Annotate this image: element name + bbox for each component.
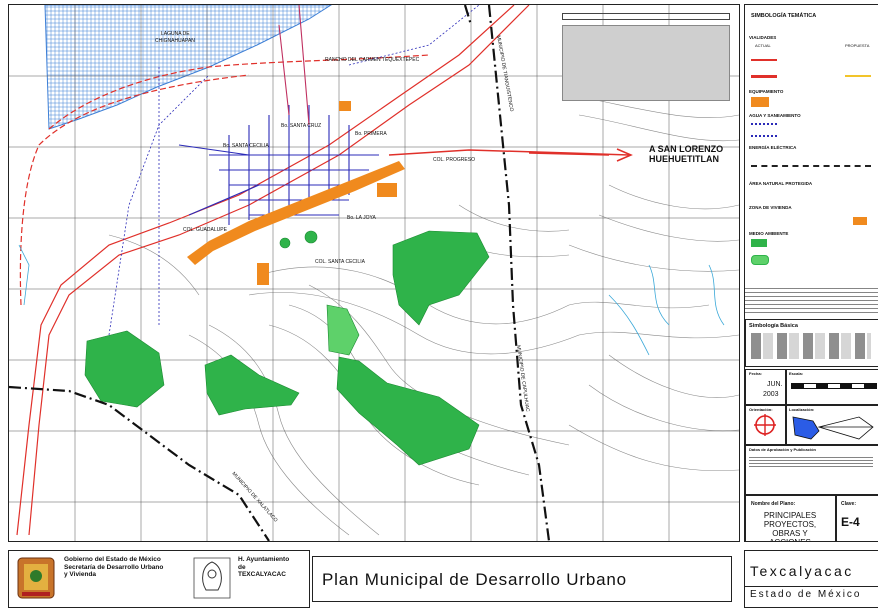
municipio-box — [744, 550, 878, 608]
legend-col-propuesta: PROPUESTA — [845, 43, 870, 48]
ayuntamiento-line-2: de — [238, 563, 246, 571]
legend-section-basica: Simbología Básica — [749, 323, 798, 329]
legend-panel: SIMBOLOGÍA TEMÁTICA VIALIDADES ACTUAL PR… — [744, 4, 878, 542]
north-arrow-icon — [754, 414, 776, 436]
legend-section-equipamiento: EQUIPAMIENTO — [749, 89, 784, 94]
legend-section-medio-ambiente: MEDIO AMBIENTE — [749, 231, 789, 236]
escala-box — [785, 369, 878, 405]
legend-symbol-road-dashed — [751, 75, 777, 78]
destination-line-1: A SAN LORENZO — [649, 144, 724, 154]
municipio-divider — [744, 586, 878, 587]
map-label-bo-la-joya: Bo. LA JOYA — [347, 215, 376, 221]
plano-name: PRINCIPALES PROYECTOS, OBRAS Y ACCIONES — [751, 511, 829, 541]
legend-section-vivienda: ZONA DE VIVIENDA — [749, 205, 792, 210]
map-label-col-progreso: COL. PROGRESO — [433, 157, 475, 163]
state-seal-icon — [17, 557, 55, 599]
legend-symbol-electric — [751, 165, 871, 167]
localizacion-label: Localización: — [789, 407, 815, 412]
municipio-name: Texcalyacac — [750, 563, 854, 579]
legend-section-energia: ENERGÍA ELÉCTRICA — [749, 145, 797, 150]
plan-title-box — [312, 556, 732, 602]
institution-box — [8, 550, 310, 608]
map-label-bo-santa-cecilia: Bo. SANTA CECILIA — [223, 143, 269, 149]
orientacion-box — [745, 405, 787, 445]
plano-name-line-2: PROYECTOS, — [763, 520, 817, 529]
map-label-col-santa-cecilia: COL. SANTA CECILIA — [315, 259, 365, 265]
ayuntamiento-text: H. Ayuntamiento de TEXCALYACAC — [238, 556, 289, 579]
plano-label: Nombre del Plano: — [751, 501, 796, 507]
gobierno-line-1: Gobierno del Estado de México — [64, 556, 161, 563]
fecha-label: Fecha: — [749, 371, 762, 376]
legend-section-agua: AGUA Y SANEAMIENTO — [749, 113, 801, 118]
orange-corridor — [187, 101, 405, 285]
fecha-year: 2003 — [763, 391, 779, 398]
ayuntamiento-line-3: TEXCALYACAC — [238, 571, 286, 578]
municipal-seal-icon — [193, 557, 231, 599]
localizacion-box — [785, 405, 878, 445]
map-label-laguna: LAGUNA DE — [161, 31, 190, 37]
legend-section-anp: ÁREA NATURAL PROTEGIDA — [749, 181, 813, 186]
legend-section-vialidades: VIALIDADES — [749, 35, 777, 40]
clave-value: E-4 — [841, 515, 860, 529]
legend-symbol-housing — [853, 217, 867, 225]
water-streams — [18, 244, 725, 356]
urban-blue-network — [108, 5, 480, 336]
datos-box — [745, 445, 878, 495]
legend-symbol-green-hatch — [751, 255, 769, 265]
legend-notes-block — [745, 285, 878, 313]
map-canvas[interactable]: LAGUNA DE CHIGNAHUAPAN RANCHO DEL CARMEN… — [8, 4, 740, 542]
legend-symbol-road-yellow — [845, 75, 871, 77]
legend-symbol-green — [751, 239, 767, 247]
legend-symbol-sewer — [751, 135, 777, 137]
orientacion-label: Orientación: — [749, 407, 773, 412]
map-label-col-guadalupe: COL. GUADALUPE — [183, 227, 227, 233]
map-label-rancho: RANCHO DEL CARMEN TEQUEXTEPEC — [325, 57, 420, 63]
plano-name-line-1: PRINCIPALES — [763, 511, 817, 520]
map-label-chignahuapan: CHIGNAHUAPAN — [155, 38, 195, 44]
escala-label: Escala: — [789, 371, 804, 376]
plano-name-line-3: OBRAS Y ACCIONES — [769, 529, 811, 541]
lake-area — [44, 5, 332, 130]
gobierno-line-3: y Vivienda — [64, 571, 97, 578]
location-map-icon — [792, 416, 874, 440]
legend-symbol-water — [751, 123, 777, 125]
datos-label: Datos de Aprobación y Publicación — [749, 447, 816, 452]
estado-name: Estado de México — [750, 589, 862, 600]
title-block: Gobierno del Estado de México Secretaría… — [0, 544, 878, 608]
legend-title: SIMBOLOGÍA TEMÁTICA — [751, 13, 817, 19]
map-inset-box — [562, 25, 730, 101]
clave-box — [835, 495, 878, 541]
map-label-bo-primera: Bo. PRIMERA — [355, 131, 387, 137]
map-label-bo-santa-cruz: Bo. SANTA CRUZ — [281, 123, 322, 129]
green-areas — [84, 230, 490, 466]
ayuntamiento-line-1: H. Ayuntamiento — [238, 556, 290, 563]
legend-basic-box — [745, 319, 878, 367]
legend-basic-symbols — [751, 333, 871, 359]
legend-col-actual: ACTUAL — [755, 43, 771, 48]
scale-bar — [791, 383, 877, 389]
plan-title: Plan Municipal de Desarrollo Urbano — [322, 570, 627, 589]
gobierno-line-2: Secretaría de Desarrollo Urbano — [64, 563, 164, 571]
fecha-box — [745, 369, 787, 405]
legend-symbol-road-red — [751, 59, 777, 61]
destination-label: A SAN LORENZO HUEHUETITLAN — [649, 144, 723, 164]
gobierno-text: Gobierno del Estado de México Secretaría… — [64, 556, 163, 579]
fecha-month: JUN. — [767, 381, 783, 388]
legend-symbol-equipment — [751, 97, 769, 107]
destination-line-2: HUEHUETITLAN — [649, 154, 719, 164]
municipal-limits — [9, 5, 551, 541]
map-graphics — [9, 5, 739, 541]
clave-label: Clave: — [841, 501, 857, 507]
datos-text-block — [749, 455, 873, 467]
plano-box — [745, 495, 837, 541]
map-inset-header — [562, 13, 730, 20]
